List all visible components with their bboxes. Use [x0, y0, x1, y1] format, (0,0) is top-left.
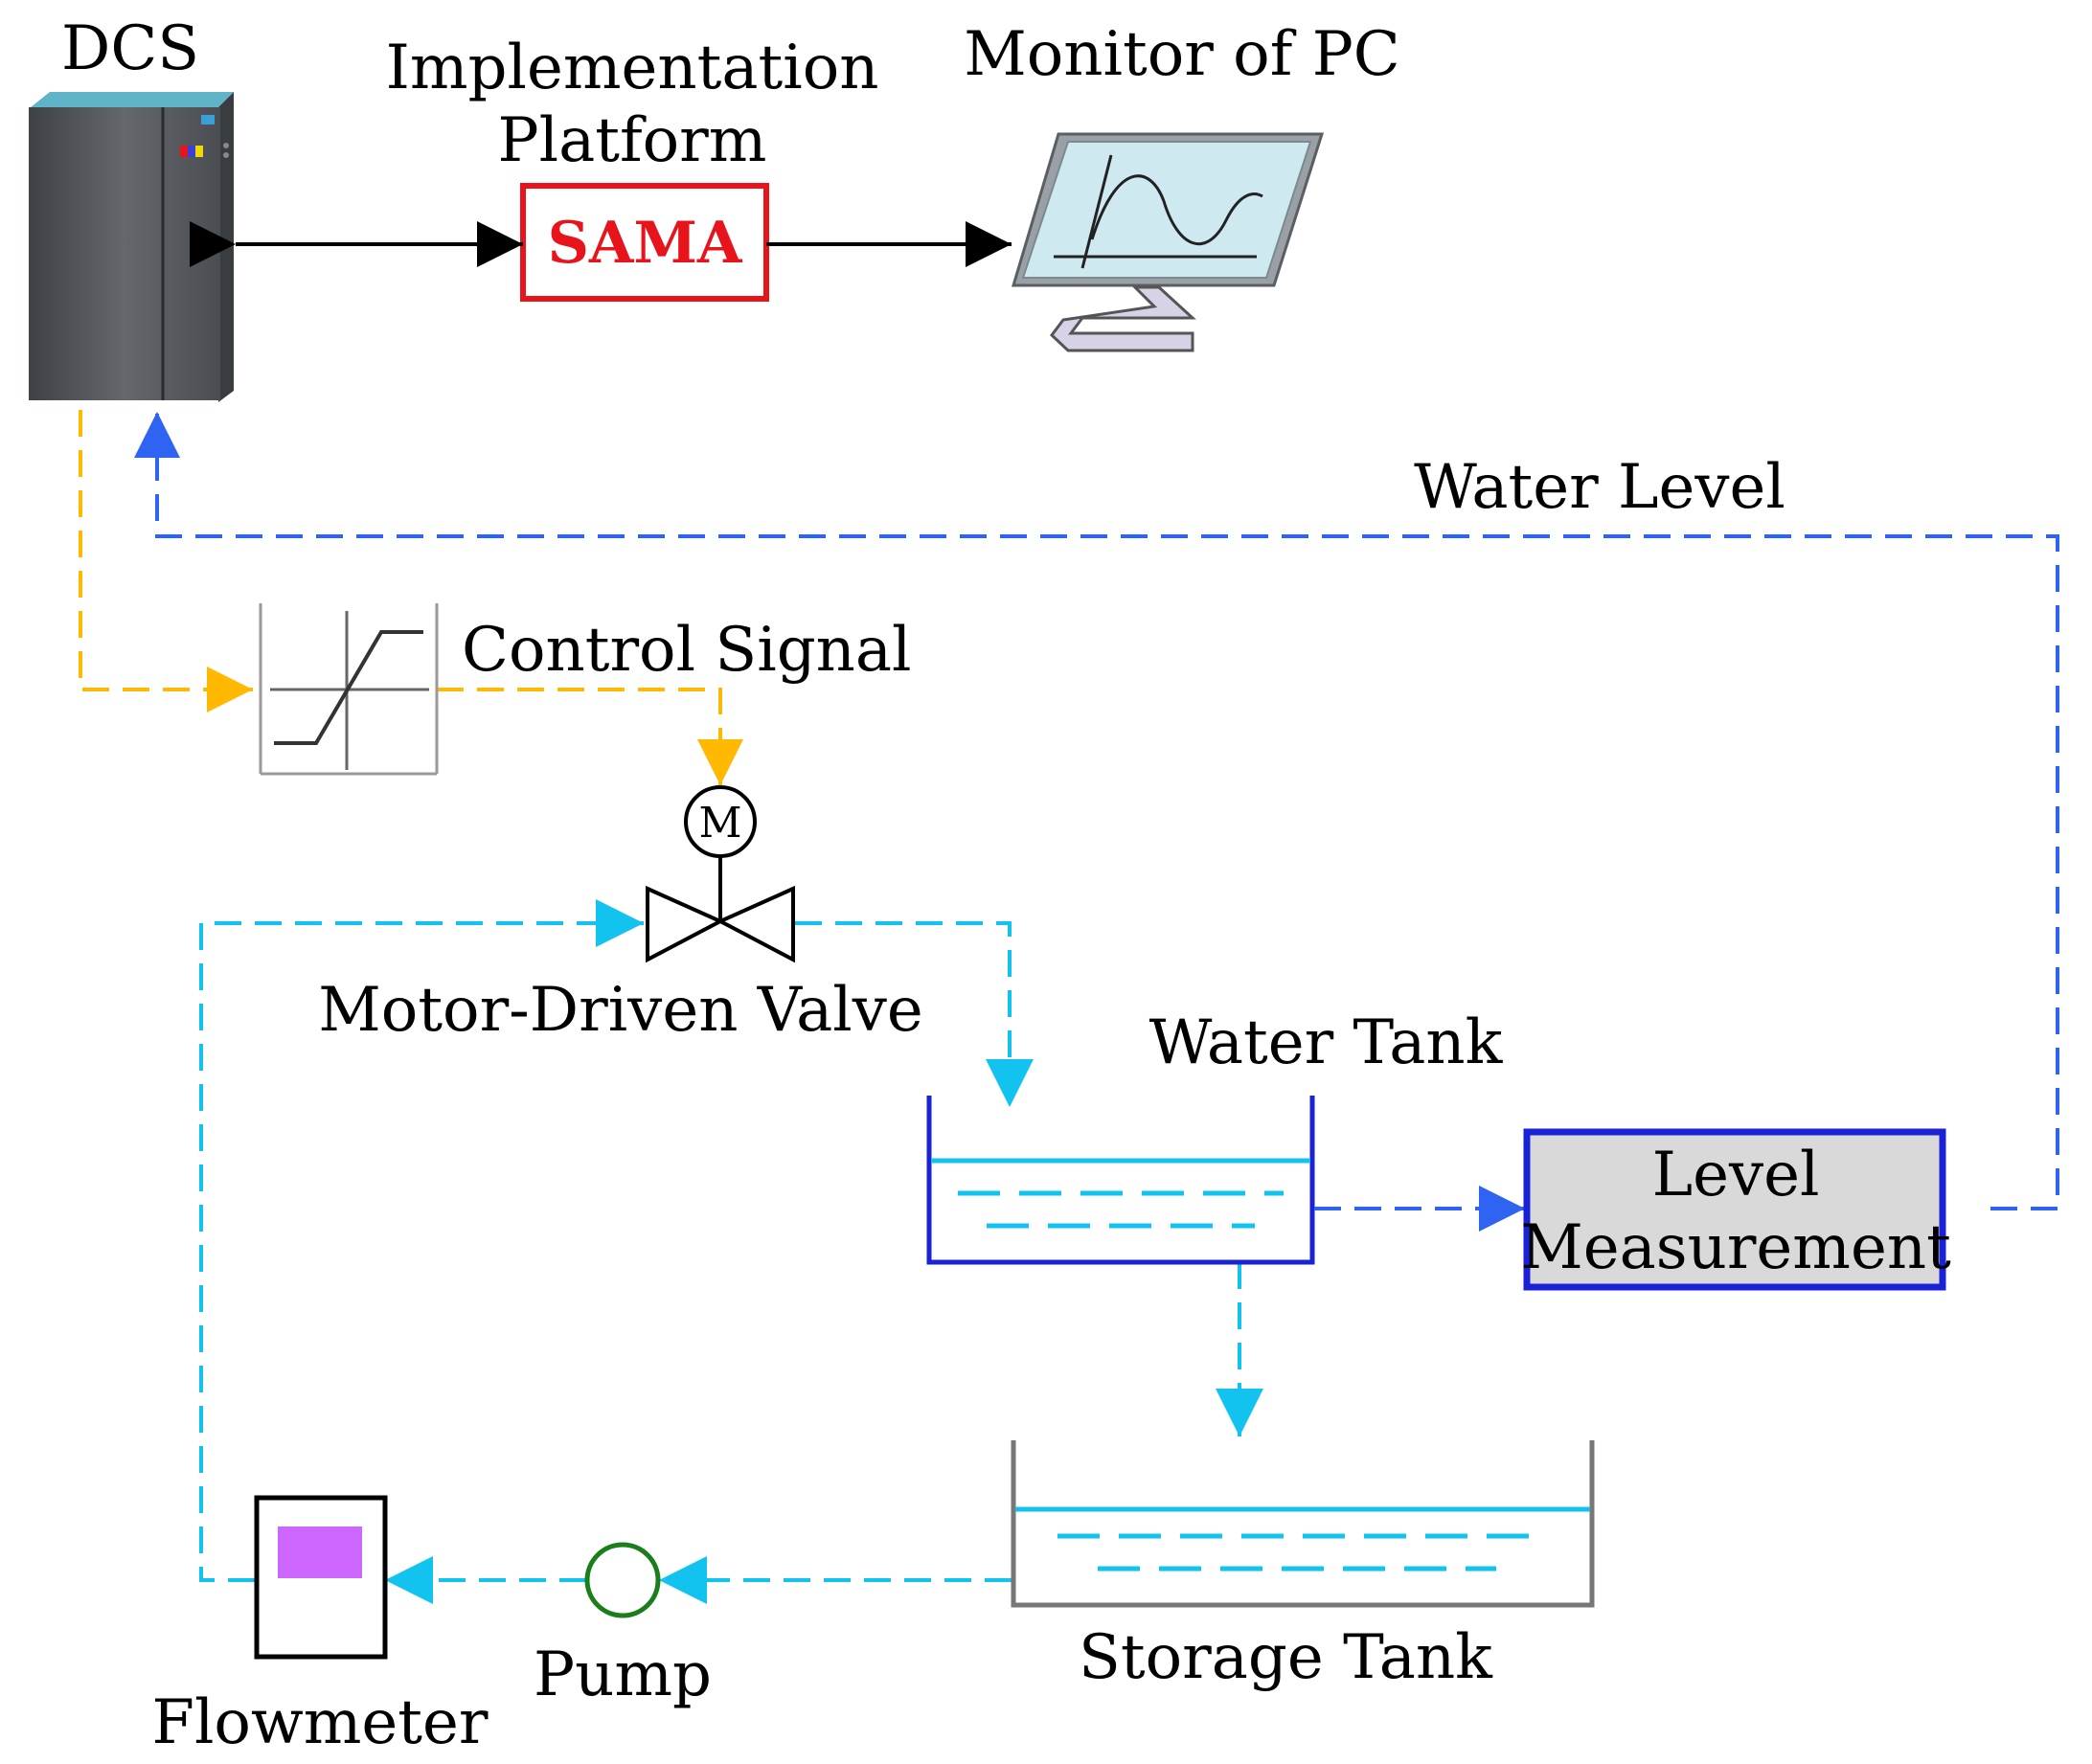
return-flow-line: [199, 899, 644, 1582]
water-tank: Water Tank: [926, 1007, 1504, 1265]
storage-tank: Storage Tank: [1011, 1440, 1595, 1693]
pump-label: Pump: [534, 1640, 712, 1710]
pump-icon: [584, 1542, 661, 1618]
server-cabinet-icon: [29, 92, 234, 402]
level-label-line2: Measurement: [1520, 1212, 1951, 1283]
pump: Pump: [534, 1542, 712, 1710]
motor-valve-label: Motor-Driven Valve: [318, 975, 923, 1046]
level-label-line1: Level: [1652, 1140, 1820, 1210]
sama-box: [520, 183, 769, 302]
water-tank-label: Water Tank: [1149, 1007, 1504, 1078]
flowmeter-label: Flowmeter: [152, 1687, 489, 1758]
implementation-platform: Implementation Platform SAMA: [386, 33, 879, 302]
dcs-label: DCS: [61, 13, 199, 84]
water-level-signal-line: [134, 412, 2059, 1210]
pc-monitor-icon: [1011, 132, 1325, 352]
flowmeter: Flowmeter: [152, 1495, 489, 1758]
pc-monitor: Monitor of PC: [964, 19, 1400, 352]
control-output-line: [79, 410, 253, 712]
control-signal-label: Control Signal: [462, 615, 912, 686]
motor-symbol: M: [698, 799, 741, 848]
platform-label-line1: Implementation: [386, 33, 879, 103]
motor-valve-icon: [646, 785, 795, 963]
platform-label-line2: Platform: [498, 105, 767, 176]
motor-valve: M Motor-Driven Valve: [318, 785, 923, 1046]
sama-label: SAMA: [548, 210, 743, 277]
storage-tank-label: Storage Tank: [1079, 1622, 1493, 1693]
saturation-limiter-icon: [259, 603, 439, 776]
monitor-label: Monitor of PC: [964, 19, 1400, 90]
water-level-label: Water Level: [1414, 452, 1785, 523]
dcs-cabinet: DCS: [29, 13, 234, 402]
control-signal-line: [437, 688, 743, 785]
flowmeter-icon: [254, 1495, 388, 1660]
level-measurement: Level Measurement: [1520, 1128, 1951, 1291]
valve-to-tank-flow-line: [795, 921, 1034, 1107]
